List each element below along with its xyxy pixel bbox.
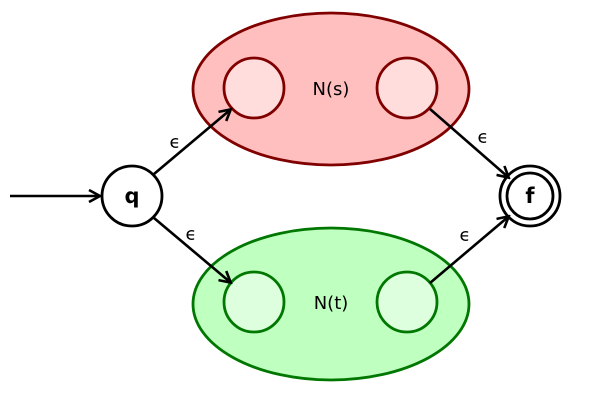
start-state-label: q [124,184,139,208]
transition-nt-to-f [429,217,508,284]
start-state-q: q [100,164,164,228]
ns-label: N(s) [313,79,350,100]
sub-automaton-nt: N(t) [191,226,471,382]
transition-q-to-nt [153,217,230,282]
epsilon-label-ns-f: ϵ [477,127,488,148]
final-state-f: f [498,164,562,228]
epsilon-label-q-nt: ϵ [185,224,196,245]
nt-label: N(t) [314,293,349,314]
transition-q-to-ns [153,110,230,175]
ns-accept-state [375,56,439,120]
transition-ns-to-f [429,108,508,177]
ns-ellipse [191,11,471,167]
sub-automaton-ns: N(s) [191,11,471,167]
final-state-label: f [525,184,535,208]
epsilon-label-q-ns: ϵ [169,132,180,153]
nt-start-state [222,270,286,334]
ns-start-state [222,56,286,120]
nt-accept-state [375,270,439,334]
nt-ellipse [191,226,471,382]
epsilon-label-nt-f: ϵ [459,225,470,246]
